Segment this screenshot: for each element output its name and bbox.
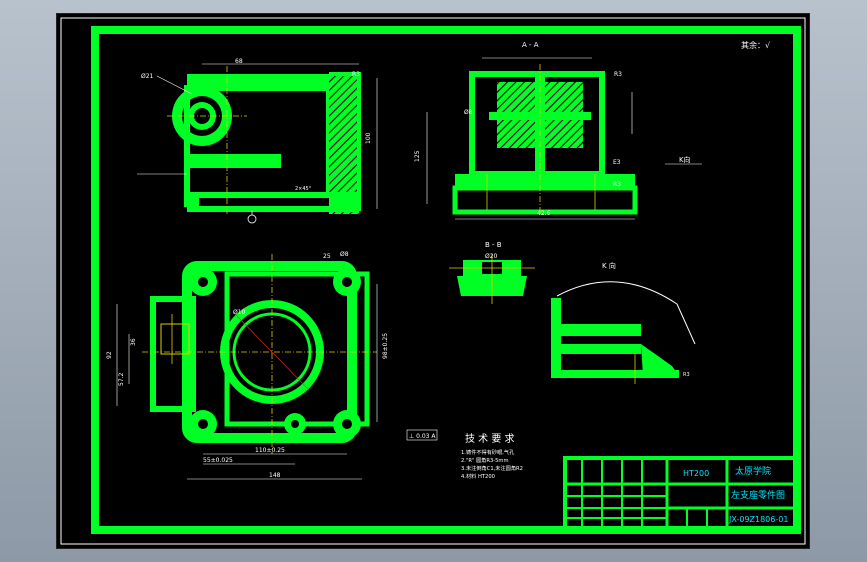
section-bb-label: B - B [485,241,502,249]
view-k-label-small: K向 [679,155,691,164]
school-text: 太原学院 [735,465,771,477]
svg-text:100: 100 [365,132,372,144]
svg-text:98±0.25: 98±0.25 [382,333,389,359]
svg-text:Ø21: Ø21 [141,73,154,80]
svg-text:R3: R3 [352,71,360,78]
svg-text:25: 25 [323,253,331,260]
svg-text:55±0.025: 55±0.025 [203,457,233,464]
roughness-note: 其余：√ [741,40,771,50]
svg-text:Ø8: Ø8 [340,251,349,258]
drawing-number-text: JX-09Z1806-01 [728,515,788,524]
svg-text:2×45°: 2×45° [295,186,312,192]
svg-text:36: 36 [130,338,137,346]
svg-text:Ø8: Ø8 [464,109,473,116]
top-view: 92 57.2 36 98±0.25 55±0.025 110±0.25 148… [106,251,438,480]
tech-item: 2."R" 圆角R3-5mm [461,456,509,464]
cad-drawing: 其余：√ 100 68 Ø21 R3 2×45° [60,17,806,545]
svg-text:R3: R3 [614,71,622,78]
technical-requirements: 技 术 要 求 1.铸件不得有砂眼,气孔 2."R" 圆角R3-5mm 3.未注… [461,432,523,480]
svg-text:68: 68 [235,58,243,65]
svg-text:Ø10: Ø10 [233,309,246,316]
section-aa-view: A - A 125 42.6 R3 E3 R3 Ø8 [414,41,638,220]
svg-text:57.2: 57.2 [118,372,125,386]
tech-item: 4.材料 HT200 [461,472,495,480]
view-k-label-large: K 向 [602,261,616,270]
svg-text:E3: E3 [613,159,621,166]
svg-text:⊥ 0.03 A: ⊥ 0.03 A [409,433,436,440]
section-aa-label: A - A [522,41,539,49]
title-block: HT200 太原学院 左支座零件图 JX-09Z1806-01 [563,456,797,530]
material-text: HT200 [683,469,709,478]
k-view: K 向 R3 [551,261,696,384]
outer-frame [60,17,806,545]
svg-text:148: 148 [269,472,281,479]
svg-text:Ø20: Ø20 [485,253,498,260]
svg-text:110±0.25: 110±0.25 [255,447,285,454]
part-name-text: 左支座零件图 [731,489,785,501]
svg-text:42.6: 42.6 [537,210,551,217]
tech-title: 技 术 要 求 [465,432,515,445]
svg-text:125: 125 [414,150,421,162]
inner-border [91,26,801,534]
front-view: 100 68 Ø21 R3 2×45° [137,58,378,224]
svg-text:92: 92 [106,351,113,359]
tech-item: 1.铸件不得有砂眼,气孔 [461,448,515,456]
svg-text:R3: R3 [683,372,690,378]
svg-text:R3: R3 [613,181,621,188]
section-bb-view: B - B Ø20 [449,241,535,304]
tech-item: 3.未注倒角C1,未注圆角R2 [461,464,523,472]
drawing-sheet: 其余：√ 100 68 Ø21 R3 2×45° [57,14,809,548]
